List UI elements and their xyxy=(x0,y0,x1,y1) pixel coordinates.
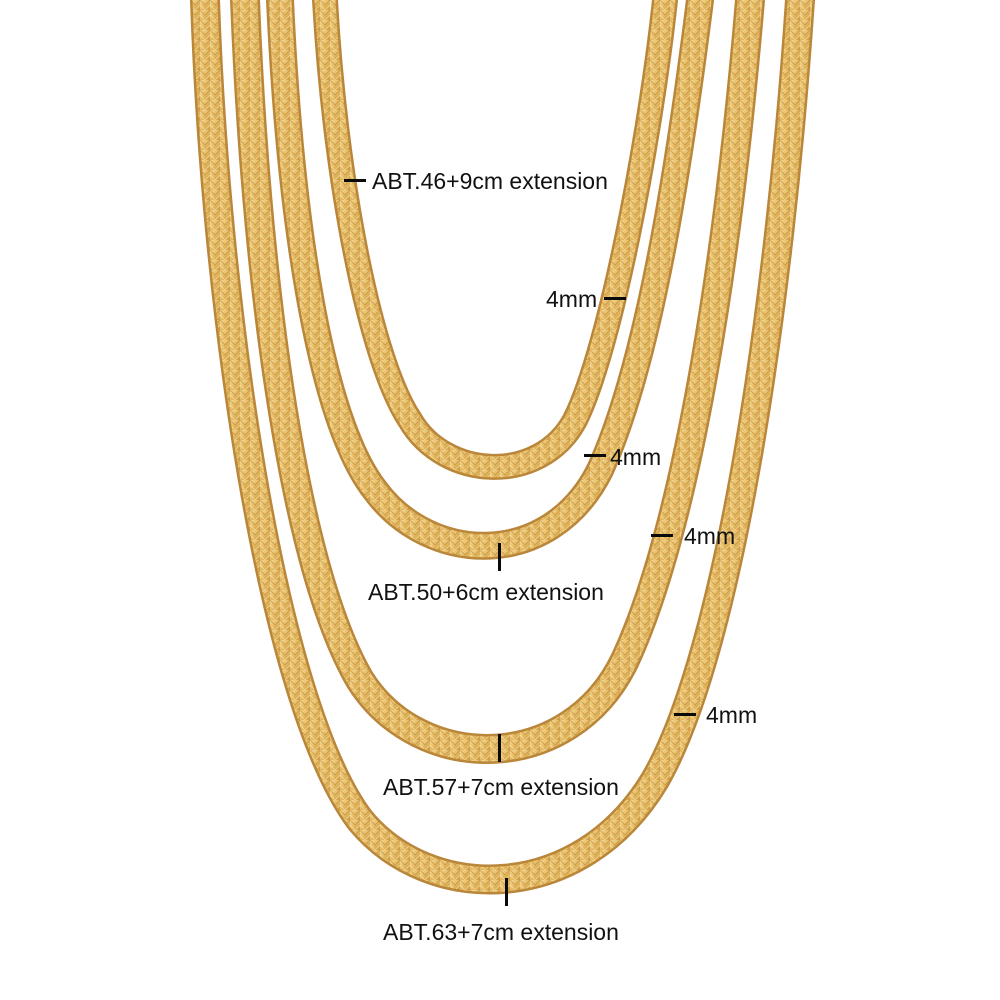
length-label-50: ABT.50+6cm extension xyxy=(368,579,604,605)
length-label-63: ABT.63+7cm extension xyxy=(383,919,619,945)
width-marker-3 xyxy=(651,534,673,537)
width-label-4: 4mm xyxy=(706,702,758,728)
length-marker-46 xyxy=(344,179,366,182)
length-label-46: ABT.46+9cm extension xyxy=(372,168,608,194)
length-marker-50 xyxy=(498,543,501,571)
chain-50cm xyxy=(266,0,714,560)
width-label-1: 4mm xyxy=(546,286,598,312)
chain-46cm xyxy=(312,0,678,480)
chain-63cm xyxy=(190,0,815,895)
width-marker-4 xyxy=(674,713,696,716)
width-label-3: 4mm xyxy=(684,523,736,549)
width-marker-2 xyxy=(584,454,606,457)
length-marker-57 xyxy=(498,734,501,762)
width-label-2: 4mm xyxy=(610,444,662,470)
length-label-57: ABT.57+7cm extension xyxy=(383,774,619,800)
length-marker-63 xyxy=(505,878,508,906)
width-marker-1 xyxy=(604,297,626,300)
chain-57cm xyxy=(230,0,765,764)
